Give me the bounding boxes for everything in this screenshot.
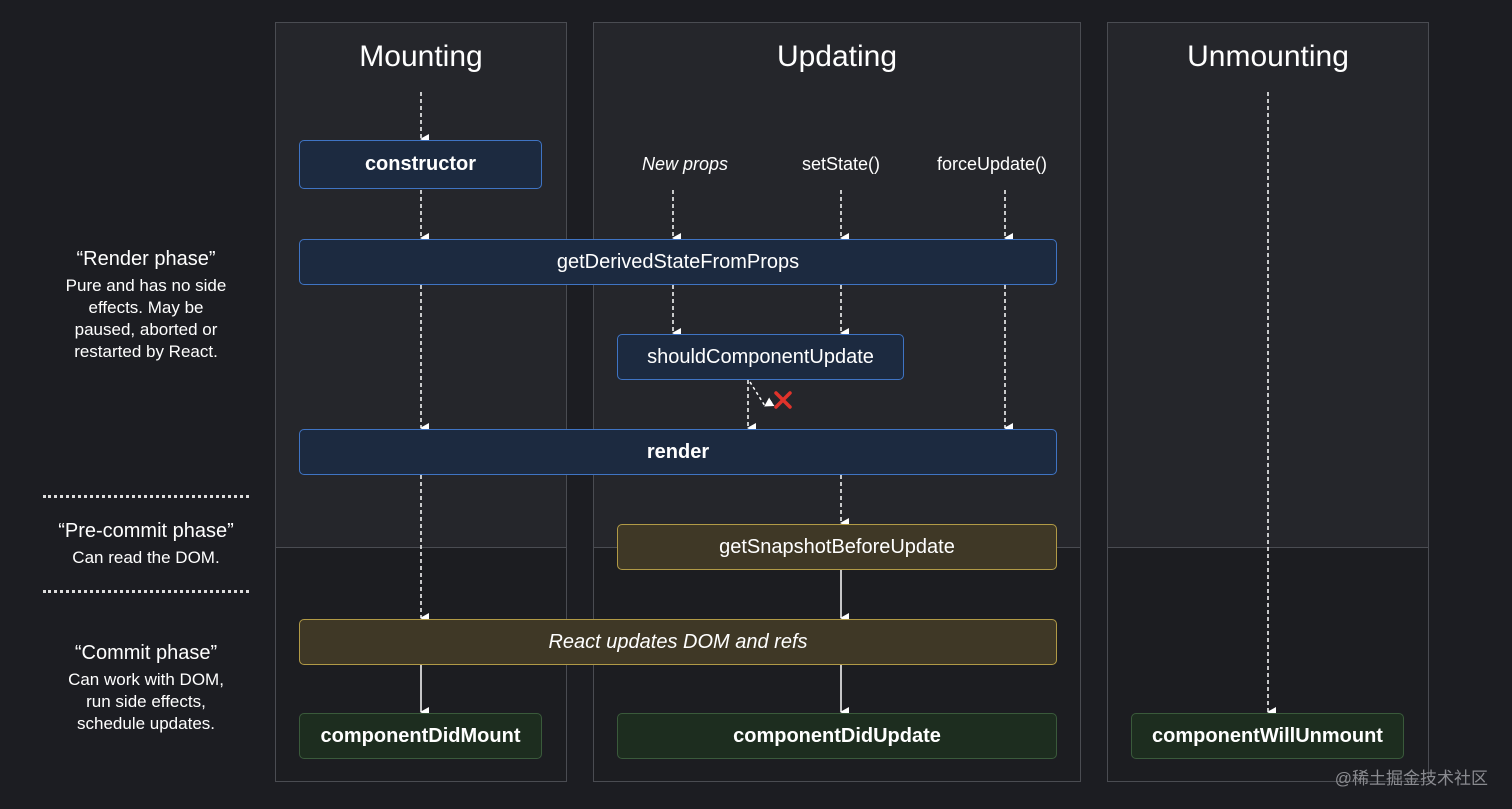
get-derived-state-from-props-box: getDerivedStateFromProps xyxy=(299,239,1057,285)
mounting-title: Mounting xyxy=(359,40,483,73)
render-phase-description: Pure and has no side effects. May be pau… xyxy=(40,275,252,363)
react-updates-dom-box: React updates DOM and refs xyxy=(299,619,1057,665)
render-phase-line: paused, aborted or xyxy=(74,320,218,339)
precommit-phase-legend: “Pre-commit phase” Can read the DOM. xyxy=(40,520,252,569)
updating-title: Updating xyxy=(776,40,898,73)
render-phase-line: Pure and has no side xyxy=(65,276,227,295)
phase-separator-top xyxy=(43,495,249,498)
render-phase-line: restarted by React. xyxy=(74,342,218,361)
commit-phase-line: run side effects, xyxy=(86,692,206,711)
constructor-box: constructor xyxy=(299,140,542,189)
render-phase-legend: “Render phase” Pure and has no side effe… xyxy=(40,248,252,363)
commit-phase-line: Can work with DOM, xyxy=(68,670,224,689)
commit-phase-title: “Commit phase” xyxy=(74,642,218,664)
commit-phase-line: schedule updates. xyxy=(77,714,215,733)
phase-separator-bottom xyxy=(43,590,249,593)
mounting-column xyxy=(275,22,567,782)
watermark: @稀土掘金技术社区 xyxy=(1334,769,1488,788)
render-box: render xyxy=(299,429,1057,475)
component-will-unmount-box: componentWillUnmount xyxy=(1131,713,1404,759)
new-props-label: New props xyxy=(641,154,729,174)
component-did-update-box: componentDidUpdate xyxy=(617,713,1057,759)
component-did-mount-box: componentDidMount xyxy=(299,713,542,759)
unmounting-column xyxy=(1107,22,1429,782)
set-state-label: setState() xyxy=(801,154,881,174)
commit-phase-description: Can work with DOM, run side effects, sch… xyxy=(40,669,252,735)
unmounting-title: Unmounting xyxy=(1187,40,1349,73)
commit-phase-legend: “Commit phase” Can work with DOM, run si… xyxy=(40,642,252,735)
force-update-label: forceUpdate() xyxy=(936,154,1048,174)
precommit-phase-title: “Pre-commit phase” xyxy=(58,520,234,542)
should-component-update-box: shouldComponentUpdate xyxy=(617,334,904,380)
render-phase-title: “Render phase” xyxy=(76,248,216,270)
render-phase-line: effects. May be xyxy=(88,298,204,317)
precommit-phase-description: Can read the DOM. xyxy=(40,547,252,569)
get-snapshot-before-update-box: getSnapshotBeforeUpdate xyxy=(617,524,1057,570)
precommit-phase-line: Can read the DOM. xyxy=(72,548,220,567)
updating-column xyxy=(593,22,1081,782)
